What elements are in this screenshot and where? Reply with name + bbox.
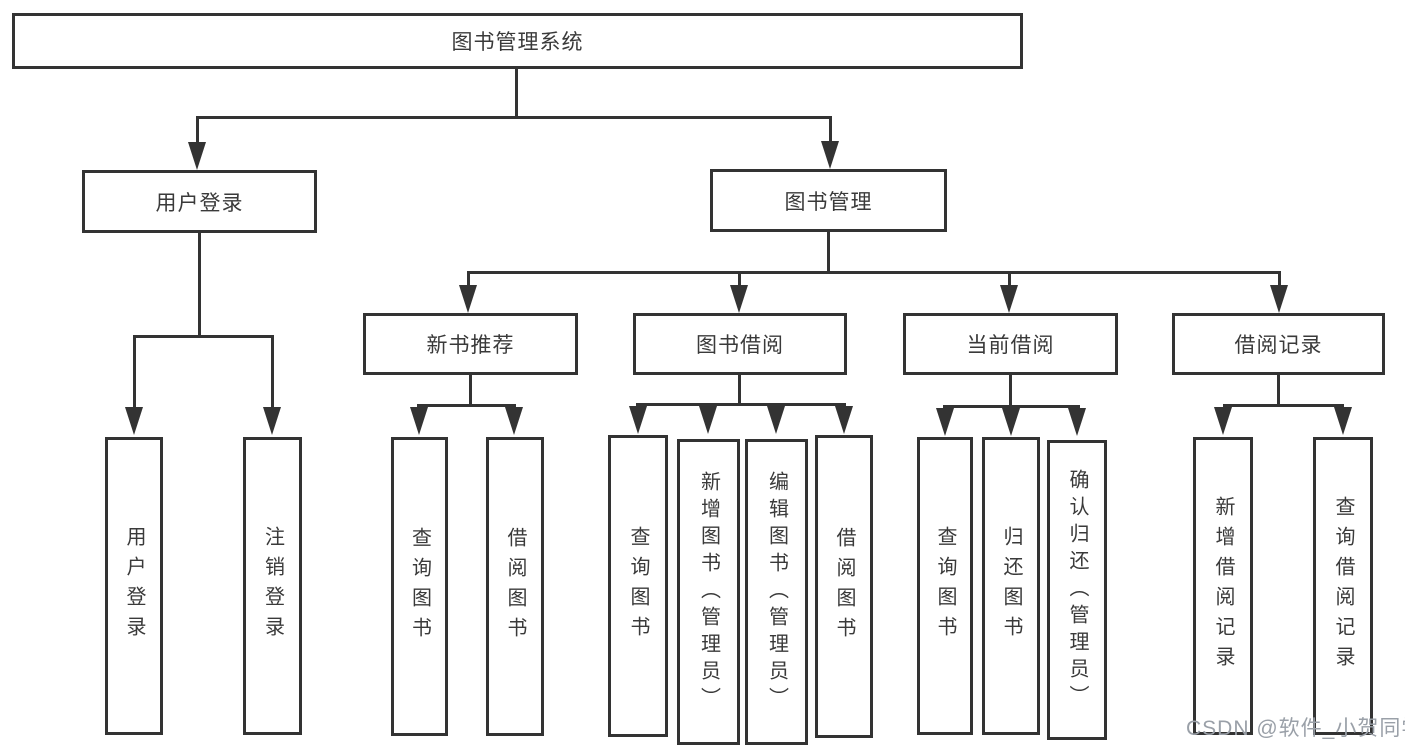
leaf-confirm-return-admin: 确认归还（管理员） [1047,440,1107,740]
connector-leaf-logout-drop [271,335,274,409]
leaf-borrow-books: 借阅图书 [815,435,873,738]
watermark-text: CSDN @软件_小贺同学 [1186,717,1405,740]
arrowhead-down-icon [835,406,853,434]
arrowhead-down-icon [1002,408,1020,436]
node-user-login: 用户登录 [82,170,317,233]
leaf-user-login: 用户登录 [105,437,163,735]
leaf-label: 借阅图书 [504,526,526,647]
connector-current-drop [1008,271,1011,287]
leaf-newrec-borrow-books: 借阅图书 [486,437,544,736]
leaf-label: 新增图书（管理员） [697,470,720,714]
arrowhead-down-icon [459,285,477,313]
leaf-add-borrow-record: 新增借阅记录 [1193,437,1253,735]
connector-borrow-drop [738,271,741,287]
node-borrowing-records: 借阅记录 [1172,313,1385,375]
leaf-label: 查询图书 [934,526,956,646]
connector-book-mgmt-stem [827,232,830,274]
node-current-borrowing: 当前借阅 [903,313,1118,375]
arrowhead-down-icon [1000,285,1018,313]
arrowhead-down-icon [410,407,428,435]
node-book-borrowing: 图书借阅 [633,313,847,375]
leaf-label: 查询借阅记录 [1332,496,1354,676]
connector-level2-split [196,116,832,119]
connector-records-stem [1277,375,1280,406]
arrowhead-down-icon [767,406,785,434]
leaf-label: 借阅图书 [833,526,855,647]
arrowhead-down-icon [188,142,206,170]
leaf-newrec-query-books: 查询图书 [391,437,448,736]
arrowhead-down-icon [699,406,717,434]
arrowhead-down-icon [1270,285,1288,313]
connector-records-drop [1278,271,1281,287]
connector-user-login-drop [196,116,199,144]
leaf-label: 查询图书 [408,526,431,647]
node-book-management: 图书管理 [710,169,947,232]
leaf-label: 归还图书 [1000,526,1022,646]
leaf-add-books-admin: 新增图书（管理员） [677,439,740,745]
leaf-current-query-books: 查询图书 [917,437,973,735]
leaf-edit-books-admin: 编辑图书（管理员） [745,439,808,745]
leaf-label: 新增借阅记录 [1212,496,1234,676]
leaf-return-books: 归还图书 [982,437,1040,735]
arrowhead-down-icon [263,407,281,435]
connector-borrow-stem [738,375,741,406]
leaf-label: 编辑图书（管理员） [765,470,788,714]
connector-newrec-drop [467,271,470,287]
connector-leaf-login-drop [133,335,136,409]
leaf-label: 用户登录 [123,526,145,646]
arrowhead-down-icon [1214,407,1232,435]
arrowhead-down-icon [125,407,143,435]
leaf-label: 注销登录 [261,526,284,646]
node-new-book-recommendation: 新书推荐 [363,313,578,375]
arrowhead-down-icon [730,285,748,313]
arrowhead-down-icon [821,141,839,169]
connector-borrow-splitter [636,403,846,406]
connector-current-splitter [943,405,1080,408]
connector-book-mgmt-drop [829,116,832,144]
arrowhead-down-icon [936,408,954,436]
leaf-borrow-query-books: 查询图书 [608,435,668,737]
leaf-query-borrow-record: 查询借阅记录 [1313,437,1373,735]
connector-records-splitter [1223,404,1344,407]
connector-user-login-splitter [133,335,274,338]
connector-level3-splitter [467,271,1281,274]
connector-newrec-stem [469,375,472,406]
connector-user-login-stem [198,233,201,338]
arrowhead-down-icon [629,406,647,434]
leaf-logout-login: 注销登录 [243,437,302,735]
arrowhead-down-icon [1068,408,1086,436]
leaf-label: 查询图书 [627,526,649,646]
arrowhead-down-icon [1334,407,1352,435]
connector-current-stem [1009,375,1012,407]
node-library-management-system: 图书管理系统 [12,13,1023,69]
leaf-label: 确认归还（管理员） [1066,468,1088,712]
arrowhead-down-icon [505,407,523,435]
connector-newrec-splitter [417,404,516,407]
connector-root-stem [515,69,518,119]
